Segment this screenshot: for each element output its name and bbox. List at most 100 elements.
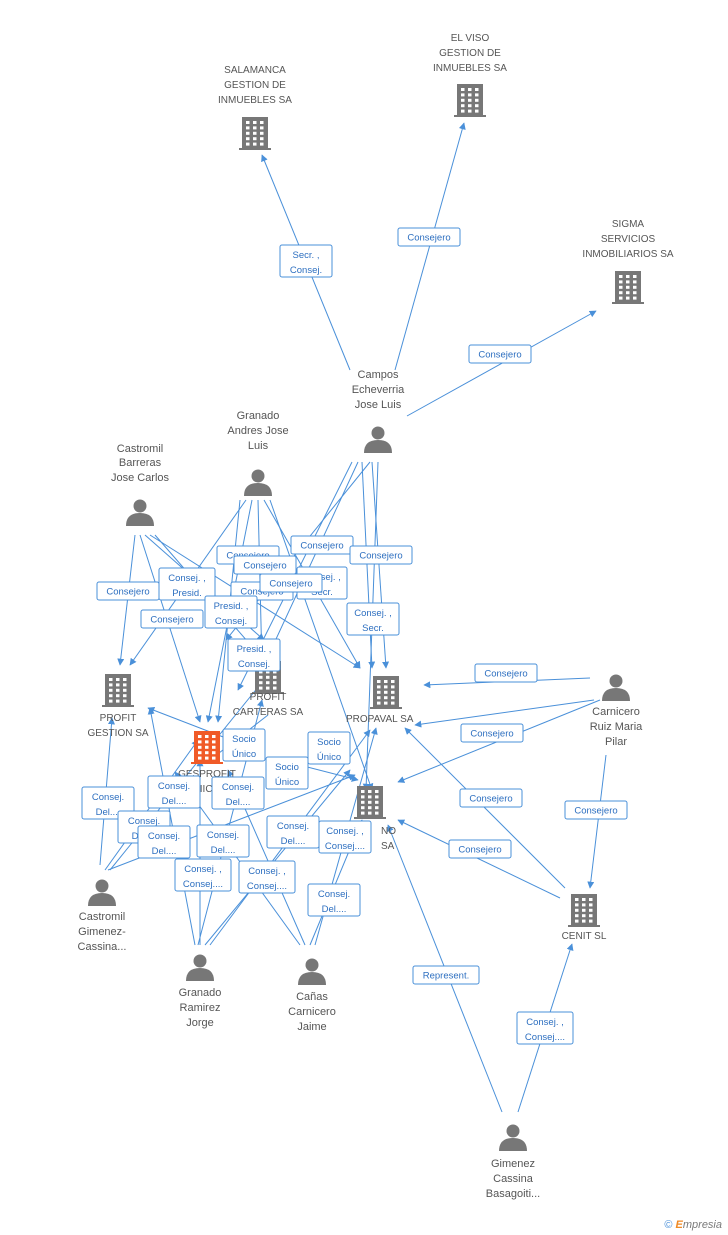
edge-label-e26[interactable]: Consej. ,Consej.... <box>238 860 296 894</box>
edge-label-e5[interactable]: Consej. , Presid. <box>158 567 216 601</box>
node-label: Gimenez- <box>78 926 126 938</box>
building-icon <box>102 674 134 707</box>
edge-label-text: Consejero <box>150 615 193 626</box>
edge-label-text: Secr. , <box>293 250 320 261</box>
footer-brand[interactable]: © Empresia <box>664 1219 722 1231</box>
node-gimenez-cassina[interactable]: GimenezCassinaBasagoiti... <box>486 1124 540 1201</box>
edge-label-e24[interactable]: Consej. ,Consej.... <box>318 820 372 854</box>
edge-label-text: Único <box>275 777 299 788</box>
edge-label-e23[interactable]: Consej.Del.... <box>266 815 320 849</box>
edge-label-text: Del.... <box>152 846 177 857</box>
relationship-edge <box>397 819 561 899</box>
edge-label-e29[interactable]: Consejero <box>460 723 524 743</box>
edge-label-text: Presid. , <box>214 601 249 612</box>
node-label: INMUEBLES SA <box>218 95 292 106</box>
node-label: EL VISO <box>451 33 490 44</box>
node-cenit[interactable]: CENIT SL <box>562 894 607 942</box>
building-icon <box>568 894 600 927</box>
node-label: CARTERAS SA <box>233 707 304 718</box>
edge-label-text: Del.... <box>211 845 236 856</box>
edge-label-e9[interactable]: Consejero <box>259 573 323 593</box>
edge-label-text: Consej. <box>277 821 309 832</box>
edge-label-e-campos-elviso[interactable]: Consejero <box>397 227 461 247</box>
edge-label-e32[interactable]: Consejero <box>564 800 628 820</box>
edge-label-text: Consejero <box>574 806 617 817</box>
edge-label-e8[interactable]: Consejero <box>349 545 413 565</box>
node-label: SALAMANCA <box>224 65 286 76</box>
edge-label-text: Consejero <box>478 350 521 361</box>
node-label: GESTION DE <box>224 80 286 91</box>
edge-label-e18[interactable]: Consej.Del.... <box>147 775 201 809</box>
person-icon <box>126 499 154 526</box>
node-label: Andres Jose <box>227 425 288 437</box>
edge-label-text: Consej. , <box>168 573 206 584</box>
node-label: Cassina <box>493 1173 534 1185</box>
copyright-symbol: © <box>664 1219 673 1231</box>
edge-label-e28[interactable]: Consejero <box>474 663 538 683</box>
edge-label-e31[interactable]: Consejero <box>448 839 512 859</box>
node-label: Cañas <box>296 991 328 1003</box>
edge-label-e25[interactable]: Consej. ,Consej.... <box>174 858 232 892</box>
edge-label-text: Único <box>232 749 256 760</box>
relationship-edge <box>587 754 607 889</box>
node-label: SGIIC SA <box>185 784 229 795</box>
edge-label-e-campos-salamanca[interactable]: Secr. ,Consej. <box>279 244 333 278</box>
node-propaval[interactable]: PROPAVAL SA <box>346 676 414 725</box>
brand-logo: Empresia <box>675 1219 722 1231</box>
edge-label-text: Presid. <box>172 588 202 599</box>
edge-label-e34[interactable]: Consej. ,Consej.... <box>516 1011 574 1045</box>
edge-label-text: Secr. <box>311 587 333 598</box>
edge-label-text: Consej. <box>92 792 124 803</box>
edge-label-e13[interactable]: Presid. ,Consej. <box>227 638 281 672</box>
edge-label-e3[interactable]: Consejero <box>233 555 297 575</box>
edge-label-text: Represent. <box>423 971 469 982</box>
edge-label-text: Consej.... <box>247 881 287 892</box>
edge-label-text: Consejero <box>458 845 501 856</box>
edge-label-text: Consejero <box>359 551 402 562</box>
node-label: Jaime <box>297 1021 326 1033</box>
edge-label-e33[interactable]: Represent. <box>412 965 480 985</box>
edge-label-e21[interactable]: Consej. Del.... <box>137 825 191 859</box>
node-label: NO <box>381 826 396 837</box>
node-label: INMUEBLES SA <box>433 63 507 74</box>
node-label: Barreras <box>119 457 162 469</box>
edge-label-text: Consej. <box>318 889 350 900</box>
edge-label-text: Único <box>317 752 341 763</box>
edge-label-e20[interactable]: Consej.Del.... <box>211 776 265 810</box>
edge-label-text: Presid. , <box>237 644 272 655</box>
node-label: Pilar <box>605 736 627 748</box>
node-label: Castromil <box>117 443 163 455</box>
edge-label-text: Consej. <box>128 816 160 827</box>
edge-label-e11[interactable]: Consejero <box>140 609 204 629</box>
edge-label-e7[interactable]: Consejero <box>290 535 354 555</box>
edge-label-text: Consejero <box>484 669 527 680</box>
edge-label-e12[interactable]: Consej. ,Secr. <box>346 602 400 636</box>
edge-label-text: Del.... <box>162 796 187 807</box>
node-salamanca[interactable]: SALAMANCA GESTION DE INMUEBLES SA <box>218 65 292 150</box>
edge-label-text: Consej. <box>148 831 180 842</box>
relationship-edge <box>204 769 351 946</box>
node-label: GESTION SA <box>87 728 148 739</box>
edge-label-e10[interactable]: Presid. ,Consej. <box>204 595 258 629</box>
edge-label-e30[interactable]: Consejero <box>459 788 523 808</box>
edge-label-e-campos-sigma[interactable]: Consejero <box>468 344 532 364</box>
node-label: Basagoiti... <box>486 1188 540 1200</box>
edge-label-e27[interactable]: Consej.Del.... <box>307 883 361 917</box>
edge-label-e1[interactable]: Consejero <box>96 581 160 601</box>
node-castromil-gimenez[interactable]: CastromilGimenez-Cassina... <box>78 879 127 954</box>
edge-label-e22[interactable]: Consej.Del.... <box>196 824 250 858</box>
